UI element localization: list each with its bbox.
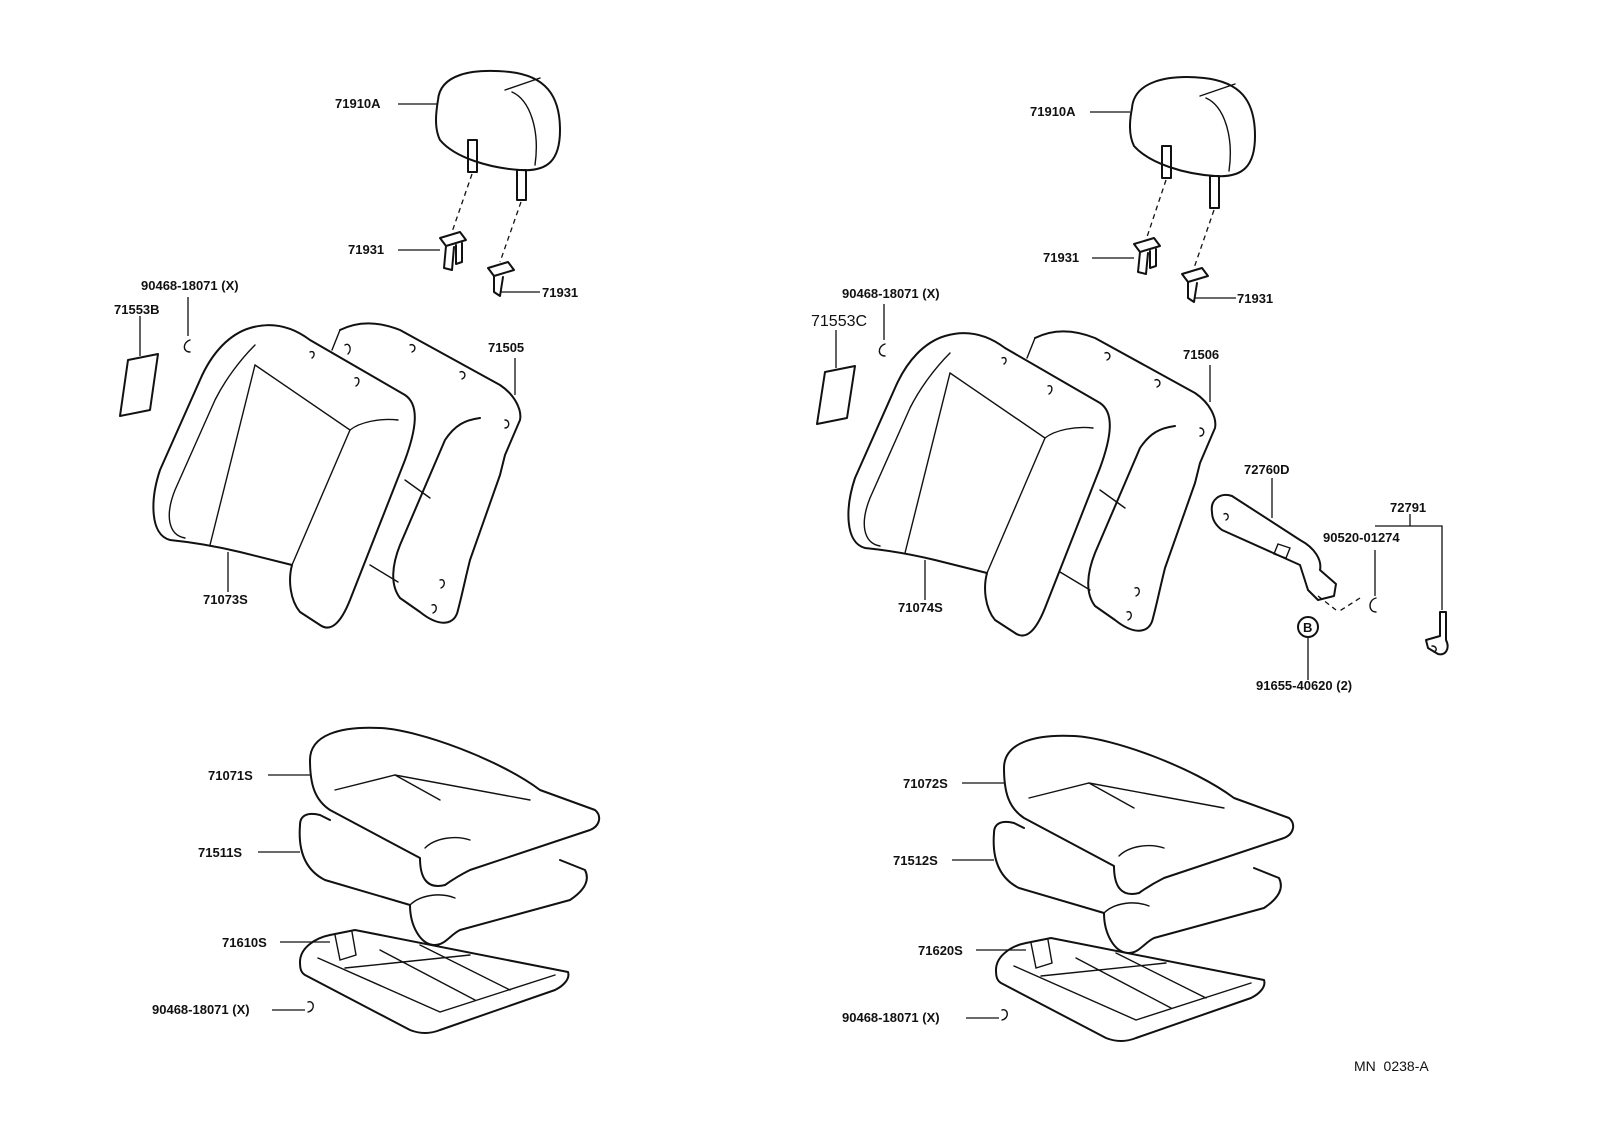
- right-bolt-label: 91655-40620 (2): [1256, 678, 1352, 693]
- right-lumbar-label: 72760D: [1244, 462, 1290, 477]
- right-back-frame-label: 71506: [1183, 347, 1219, 362]
- left-cushion-frame-label: 71610S: [222, 935, 267, 950]
- left-cushion-cover: [309, 726, 601, 887]
- left-back-cover-label: 71073S: [203, 592, 248, 607]
- left-seatback-pad: [119, 353, 159, 417]
- right-cushion-pad-label: 71512S: [893, 853, 938, 868]
- right-headrest-label: 71910A: [1030, 104, 1076, 119]
- bolt-b-marker-label: B: [1303, 620, 1312, 635]
- right-lumbar-lever: [1425, 611, 1449, 656]
- left-guide-1-label: 71931: [348, 242, 384, 257]
- right-lever-label: 72791: [1390, 500, 1426, 515]
- diagram-code: MN 0238-A: [1354, 1058, 1429, 1074]
- left-clip-top-icon: [183, 339, 191, 353]
- left-seatback-frame: [331, 322, 522, 624]
- left-headrest-label: 71910A: [335, 96, 381, 111]
- left-pad-label: 71553B: [114, 302, 160, 317]
- right-clip-top-label: 90468-18071 (X): [842, 286, 940, 301]
- right-lever-bracket: [1375, 525, 1443, 610]
- right-clip-bottom-icon: [1001, 1009, 1008, 1021]
- left-headrest: [435, 69, 561, 263]
- right-lever-clip-icon: [1369, 597, 1377, 613]
- right-pad-label: 71553C: [811, 313, 867, 330]
- left-clip-bottom-icon: [307, 1001, 314, 1013]
- right-cushion-cover: [1003, 734, 1295, 895]
- right-lever-clip-label: 90520-01274: [1323, 530, 1400, 545]
- right-cushion-cover-label: 71072S: [903, 776, 948, 791]
- right-seatback-frame: [1026, 330, 1217, 632]
- right-seatback-cover: [847, 332, 1111, 637]
- left-cushion-cover-label: 71071S: [208, 768, 253, 783]
- right-seatback-pad: [816, 365, 856, 425]
- right-cushion-pad: [992, 820, 1282, 954]
- right-back-cover-label: 71074S: [898, 600, 943, 615]
- right-clip-top-icon: [878, 343, 886, 357]
- left-cushion-pad-label: 71511S: [198, 845, 242, 860]
- left-seatback-cover: [152, 324, 416, 629]
- right-clip-bottom-label: 90468-18071 (X): [842, 1010, 940, 1025]
- left-headrest-guide-1: [439, 231, 467, 271]
- left-seat-assembly: [119, 69, 601, 1034]
- left-headrest-guide-2: [487, 261, 515, 297]
- bolt-b-marker: [1297, 616, 1319, 638]
- left-cushion-pad: [298, 812, 588, 946]
- right-guide-2-label: 71931: [1237, 291, 1273, 306]
- right-headrest-guide-1: [1133, 237, 1161, 275]
- left-clip-top-label: 90468-18071 (X): [141, 278, 239, 293]
- right-guide-1-label: 71931: [1043, 250, 1079, 265]
- right-headrest-guide-2: [1181, 267, 1209, 303]
- left-clip-bottom-label: 90468-18071 (X): [152, 1002, 250, 1017]
- right-cushion-frame-label: 71620S: [918, 943, 963, 958]
- right-cushion-frame: [995, 937, 1266, 1042]
- left-back-frame-label: 71505: [488, 340, 524, 355]
- left-cushion-frame: [299, 929, 570, 1034]
- right-headrest: [1129, 76, 1256, 269]
- right-lumbar-support: [1210, 494, 1361, 613]
- right-seat-assembly: [816, 76, 1449, 1042]
- left-guide-2-label: 71931: [542, 285, 578, 300]
